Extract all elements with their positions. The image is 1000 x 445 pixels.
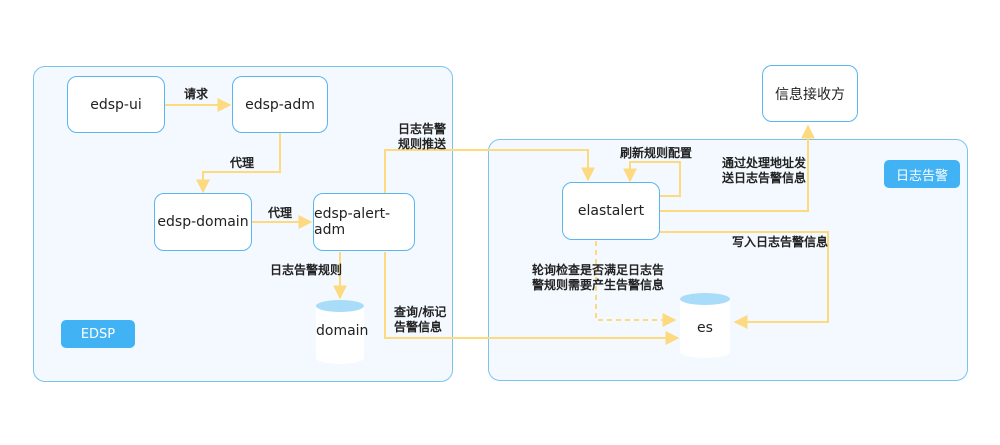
label-poll-check: 轮询检查是否满足日志告 警规则需要产生告警信息 — [532, 263, 665, 292]
edge-proxy1 — [196, 133, 281, 194]
domain-db-label: domain — [316, 323, 369, 339]
edge-query-mark — [384, 252, 680, 345]
label-rule-push: 日志告警 规则推送 — [398, 122, 447, 151]
es-db-label: es — [697, 320, 713, 336]
label-request: 请求 — [184, 87, 209, 101]
info-receiver-node: 信息接收方 — [762, 65, 858, 122]
label-write-alert: 写入日志告警信息 — [732, 235, 829, 249]
edge-rule-push — [384, 149, 595, 193]
es-db-icon — [680, 293, 730, 358]
label-log-alert-rule: 日志告警规则 — [270, 263, 343, 277]
edsp-badge: EDSP — [61, 320, 135, 348]
edsp-alert-adm-node: edsp-alert-adm — [313, 193, 415, 251]
log-alert-badge: 日志告警 — [884, 160, 960, 188]
edge-refresh-rule — [623, 161, 681, 197]
edge-write-alert — [660, 231, 829, 329]
label-refresh-rule: 刷新规则配置 — [620, 146, 693, 160]
elastalert-node: elastalert — [562, 182, 660, 240]
edge-notify — [660, 124, 815, 212]
edsp-adm-node: edsp-adm — [232, 76, 328, 133]
label-proxy1: 代理 — [230, 156, 255, 170]
label-proxy2: 代理 — [268, 206, 293, 220]
edsp-domain-node: edsp-domain — [154, 193, 252, 251]
edsp-ui-node: edsp-ui — [67, 76, 165, 133]
domain-db-icon — [316, 300, 364, 364]
label-query-mark: 查询/标记 告警信息 — [394, 305, 447, 334]
label-notify: 通过处理地址发 送日志告警信息 — [722, 156, 807, 185]
